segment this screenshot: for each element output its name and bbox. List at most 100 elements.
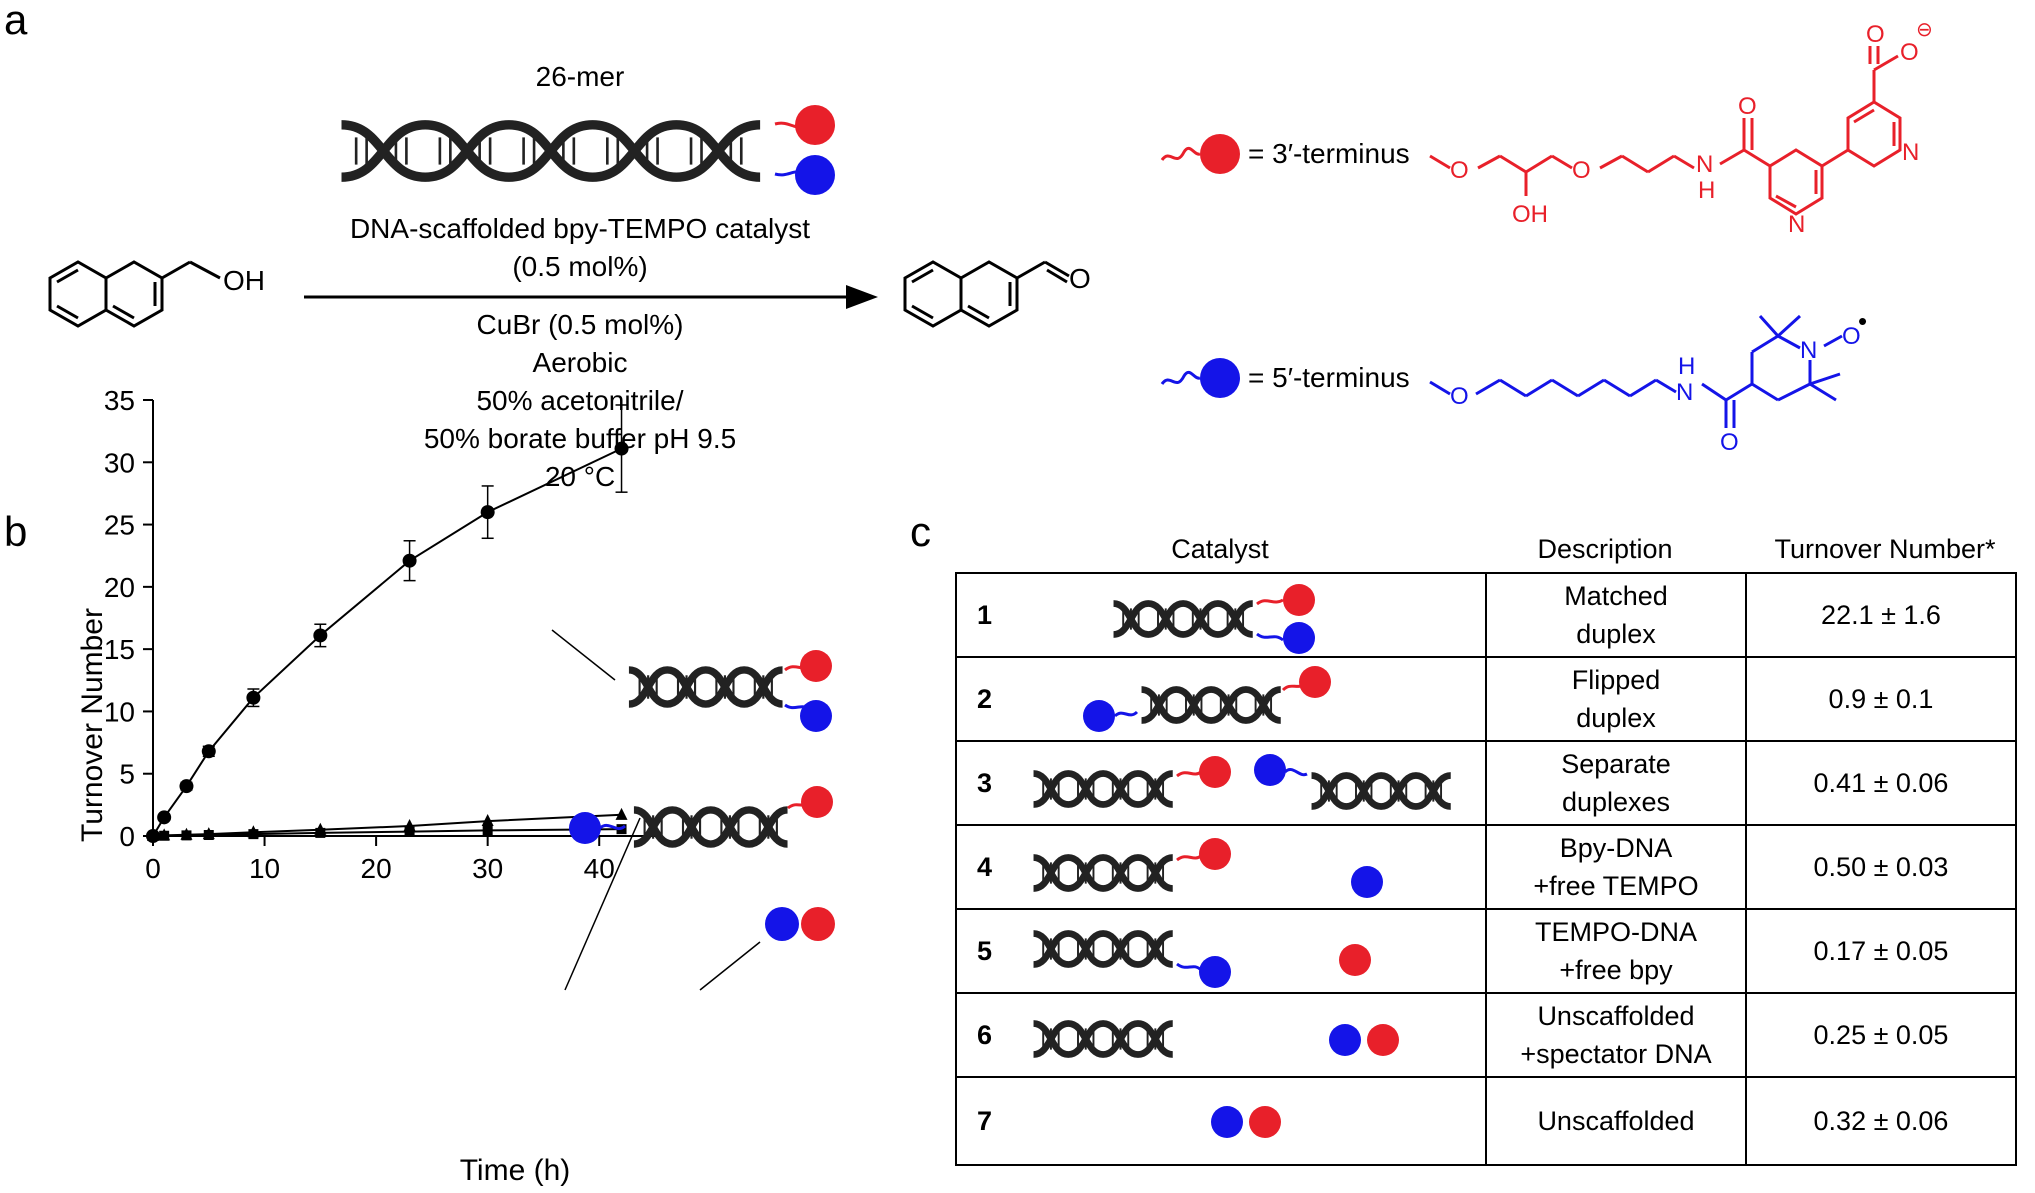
radical-dot-icon: •	[1858, 306, 1867, 336]
x-tick-label: 40	[584, 853, 615, 884]
description-line: Unscaffolded	[1537, 1001, 1695, 1031]
panel-label-b: b	[4, 508, 28, 555]
x-tick-label: 20	[361, 853, 392, 884]
catalyst-cell: 1	[955, 572, 1487, 658]
row-number: 5	[977, 936, 993, 966]
description-line: Separate	[1561, 749, 1671, 779]
y-tick-label: 0	[119, 821, 135, 852]
data-point	[315, 827, 326, 838]
description-line: +spectator DNA	[1520, 1039, 1712, 1069]
tempo-bead	[1200, 358, 1240, 398]
bpy-atom-oh: OH	[1512, 201, 1548, 228]
tempo-atom-n-ring: N	[1800, 337, 1817, 364]
catalyst-cell: 7	[955, 1076, 1487, 1166]
catalyst-cell: 3	[955, 740, 1487, 826]
description-line: Bpy-DNA	[1559, 833, 1673, 863]
data-point	[615, 807, 628, 820]
description-line: duplexes	[1561, 787, 1671, 817]
data-point	[181, 830, 192, 841]
table-row: 4 Bpy-DNA+free TEMPO 0.50 ± 0.03	[955, 824, 2017, 910]
bpy-atom-n-pyridine: N	[1902, 139, 1919, 166]
catalyst-cell: 6	[955, 992, 1487, 1078]
bpy-atom-n-pyridine: N	[1788, 211, 1805, 238]
description-cell: Bpy-DNA +free TEMPO	[1485, 824, 1747, 910]
description-cell: Flipped duplex	[1485, 656, 1747, 742]
tempo-terminus-label: = 5′-terminus	[1248, 362, 1410, 393]
row-number: 1	[977, 600, 993, 630]
col-header-turnover: Turnover Number*	[1774, 534, 1996, 564]
panel-label-a: a	[4, 0, 28, 43]
data-point	[482, 825, 493, 836]
description-line: +free bpy	[1559, 955, 1673, 985]
inset-unscaffolded	[699, 907, 835, 991]
bpy-bead	[1200, 134, 1240, 174]
data-point	[313, 628, 328, 643]
substrate-oh-label: OH	[223, 265, 265, 296]
y-axis-label: Turnover Number	[76, 608, 109, 842]
product-o-label: O	[1069, 263, 1091, 294]
data-point	[481, 814, 494, 827]
tempo-atom-o-amide: O	[1720, 429, 1739, 456]
y-tick-label: 10	[104, 696, 135, 727]
data-point	[404, 826, 415, 837]
inset-matched-duplex	[551, 629, 832, 732]
turnover-cell: 0.9 ± 0.1	[1745, 656, 2017, 742]
catalyst-bead-pair	[795, 105, 835, 195]
x-tick-label: 0	[145, 853, 161, 884]
description-line: +free TEMPO	[1533, 871, 1699, 901]
description-cell: TEMPO-DNA+free bpy	[1485, 908, 1747, 994]
turnover-cell: 0.41 ± 0.06	[1745, 740, 2017, 826]
tempo-atom-o: O	[1450, 383, 1469, 410]
bpy-bead	[795, 105, 835, 145]
inset-flipped-duplex	[564, 786, 833, 991]
dna-catalyst-graphic	[335, 120, 826, 202]
data-point	[148, 831, 158, 841]
data-point	[614, 441, 629, 456]
description-line: duplex	[1576, 703, 1656, 733]
description-cell: Separate duplexes	[1485, 740, 1747, 826]
data-point	[157, 810, 172, 825]
bpy-atom-o-acid: O	[1900, 39, 1919, 66]
col-header-catalyst: Catalyst	[1171, 534, 1269, 564]
reaction-arrow	[304, 285, 878, 309]
table-row: 3 Separate duplexes 0.41 ± 0.06	[955, 740, 2017, 826]
catalyst-length: 26-mer	[535, 61, 625, 92]
description-line: Flipped	[1571, 665, 1661, 695]
x-tick-label: 10	[249, 853, 280, 884]
turnover-cell: 22.1 ± 1.6	[1745, 572, 2017, 658]
data-point	[248, 829, 259, 840]
catalyst-cell: 5	[955, 908, 1487, 994]
charge-icon: ⊖	[1916, 19, 1933, 41]
table-row: 6 Unscaffolded +spectator DNA 0.25 ± 0.05	[955, 992, 2017, 1078]
bpy-atom-o: O	[1572, 157, 1591, 184]
condition-line: CuBr (0.5 mol%)	[476, 309, 684, 340]
row-number: 3	[977, 768, 993, 798]
bpy-atom-h: H	[1698, 177, 1715, 204]
description-cell: Unscaffolded	[1485, 1076, 1747, 1166]
bpy-terminus-label: = 3′-terminus	[1248, 138, 1410, 169]
turnover-cell: 0.25 ± 0.05	[1745, 992, 2017, 1078]
row-number: 2	[977, 684, 993, 714]
x-tick-label: 30	[472, 853, 503, 884]
product-structure: O	[903, 260, 1091, 328]
table-row: 2 Flipped duplex 0.9 ± 0.1	[955, 656, 2017, 742]
y-tick-label: 25	[104, 510, 135, 541]
y-tick-label: 30	[104, 447, 135, 478]
condition-line: 50% borate buffer pH 9.5	[423, 423, 737, 454]
x-axis-label: Time (h)	[460, 1154, 571, 1187]
row-number: 7	[977, 1106, 993, 1136]
description-line: Unscaffolded	[1537, 1106, 1695, 1136]
description-line: duplex	[1576, 619, 1656, 649]
catalyst-name: DNA-scaffolded bpy-TEMPO catalyst	[349, 213, 811, 244]
table-row: 7 Unscaffolded 0.32 ± 0.06	[955, 1076, 2017, 1166]
turnover-cell: 0.17 ± 0.05	[1745, 908, 2017, 994]
turnover-cell: 0.32 ± 0.06	[1745, 1076, 2017, 1166]
turnover-cell: 0.50 ± 0.03	[1745, 824, 2017, 910]
bpy-terminus-structure: = 3′-terminus O OH O N H O N N O O ⊖	[1160, 19, 1933, 238]
data-point	[402, 553, 417, 568]
